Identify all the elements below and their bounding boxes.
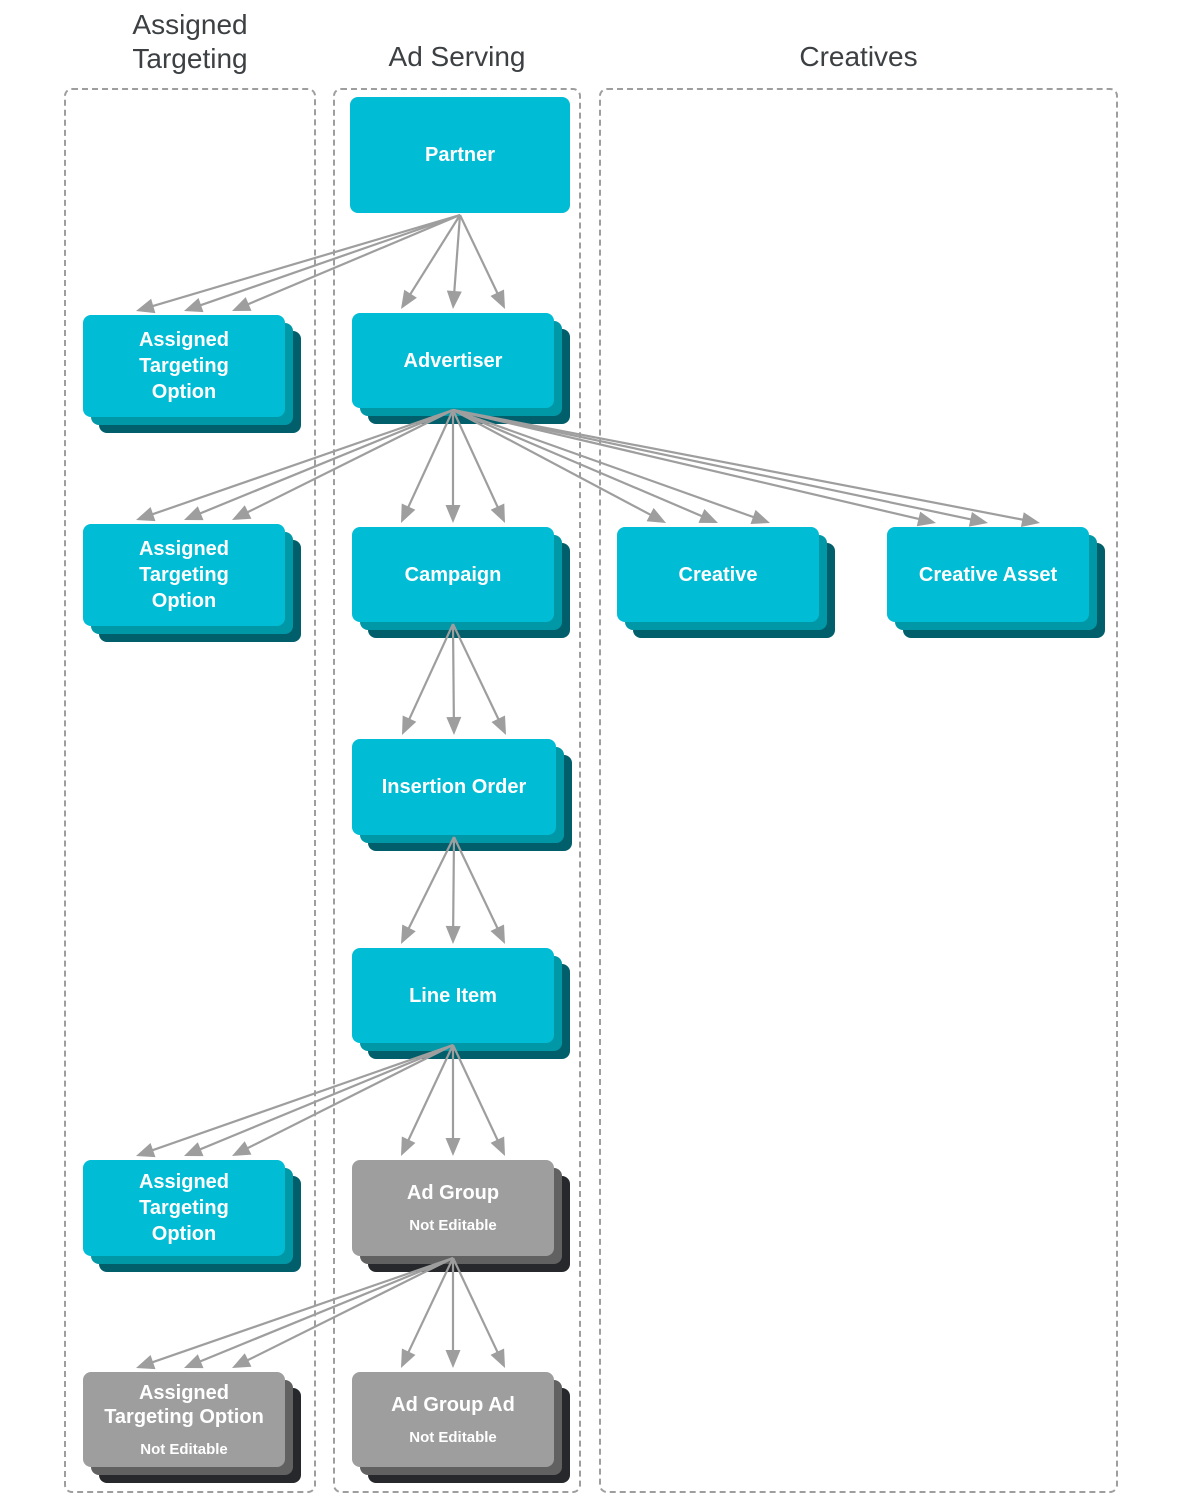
node-face: Ad Group Ad Not Editable: [352, 1372, 554, 1467]
node-sublabel: Not Editable: [409, 1428, 497, 1446]
node-face: Advertiser: [352, 313, 554, 408]
node-face: Campaign: [352, 527, 554, 622]
node-label: Advertiser: [403, 349, 503, 372]
node-label: Campaign: [404, 563, 502, 586]
node-line-item: Line Item: [352, 948, 570, 1059]
node-face: Creative: [617, 527, 819, 622]
column-title-creatives: Creatives: [799, 41, 918, 72]
node-face: Creative Asset: [887, 527, 1089, 622]
node-face: Partner: [350, 97, 570, 213]
node-face: Line Item: [352, 948, 554, 1043]
node-label: Line Item: [409, 984, 497, 1007]
node-ad-group-ad: Ad Group Ad Not Editable: [352, 1372, 570, 1483]
column-region-assigned-targeting: [64, 88, 316, 1493]
node-sublabel: Not Editable: [140, 1440, 228, 1458]
node-label: Partner: [424, 144, 496, 166]
node-label: Ad Group: [406, 1182, 500, 1204]
column-region-creatives: [599, 88, 1118, 1493]
node-insertion-order: Insertion Order: [352, 739, 572, 851]
node-face: Insertion Order: [352, 739, 556, 835]
column-title-ad-serving: Ad Serving: [388, 41, 526, 72]
node-sublabel: Not Editable: [409, 1217, 497, 1234]
node-label: Ad Group Ad: [391, 1393, 515, 1416]
node-partner: Partner: [350, 97, 570, 213]
column-region-ad-serving: [333, 88, 581, 1493]
node-creative-asset: Creative Asset: [887, 527, 1105, 638]
node-creative: Creative: [617, 527, 835, 638]
node-advertiser: Advertiser: [352, 313, 570, 424]
column-title-assigned-targeting: Assigned Targeting: [132, 9, 248, 74]
node-label: Creative Asset: [918, 563, 1058, 586]
node-label: Insertion Order: [381, 776, 527, 798]
node-campaign: Campaign: [352, 527, 570, 638]
node-label: Creative: [678, 563, 758, 586]
